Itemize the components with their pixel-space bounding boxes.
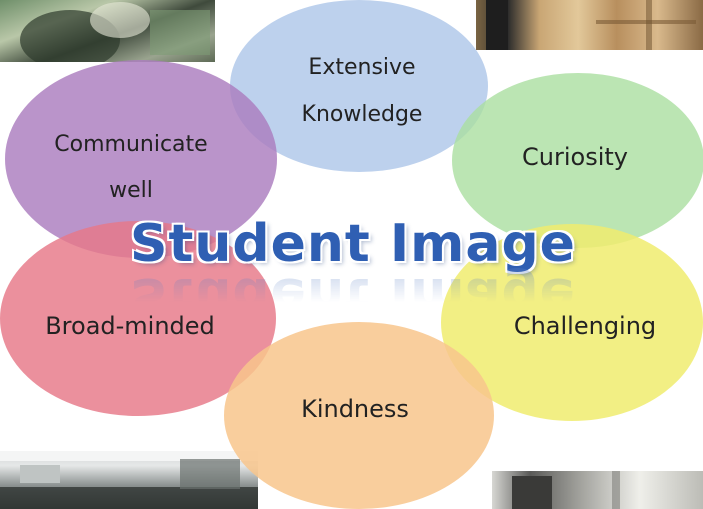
- photo-bottom-left: [0, 451, 258, 509]
- photo-room-icon: [512, 471, 620, 509]
- trait-label-communicate-well: Communicate well: [54, 132, 208, 203]
- trait-label-kindness: Kindness: [301, 395, 409, 423]
- photo-bottom-right: [492, 471, 703, 509]
- trait-label-extensive-knowledge: Extensive Knowledge: [301, 55, 423, 127]
- photo-top-right: [476, 0, 703, 50]
- trait-circle-broad-minded: [0, 221, 276, 416]
- trait-label-broad-minded: Broad-minded: [45, 312, 215, 340]
- photo-hallway-icon: [486, 0, 696, 50]
- diagram-title: Student Image Student Image: [118, 214, 588, 326]
- trait-circle-kindness: [224, 322, 494, 509]
- title-reflection: Student Image: [130, 266, 576, 326]
- photo-students-icon: [20, 2, 210, 62]
- photo-classroom-icon: [0, 451, 258, 509]
- trait-circle-curiosity: [452, 73, 703, 248]
- trait-label-challenging: Challenging: [513, 312, 657, 340]
- title-text: Student Image: [130, 214, 576, 274]
- trait-label-curiosity: Curiosity: [522, 143, 628, 171]
- photo-top-left: [0, 0, 215, 62]
